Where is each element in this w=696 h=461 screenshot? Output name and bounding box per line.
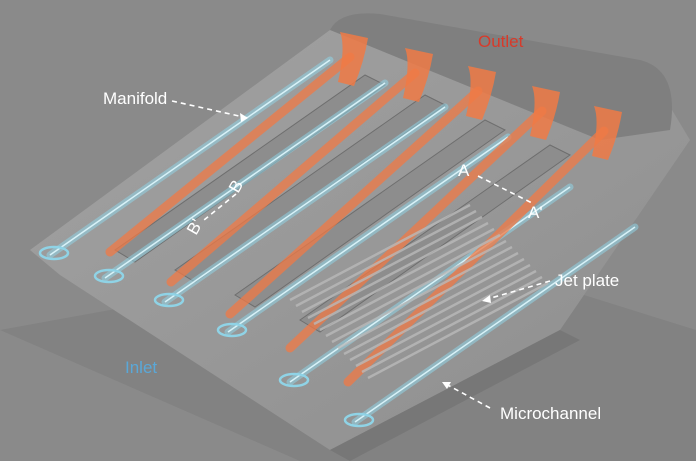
inlet-port xyxy=(343,412,375,428)
outlet-riser xyxy=(403,48,433,102)
microchannel xyxy=(361,275,543,374)
manifold-leader xyxy=(171,100,249,119)
inlet-port xyxy=(38,245,70,261)
outlet-channel xyxy=(166,68,420,287)
microchannel xyxy=(355,269,537,368)
outlet-label: Outlet xyxy=(478,32,524,51)
microchannel xyxy=(301,215,483,314)
inlet-channel-highlight xyxy=(104,82,386,279)
microchannel xyxy=(343,257,525,356)
manifold-label: Manifold xyxy=(103,89,167,108)
microchannel-label: Microchannel xyxy=(500,404,601,423)
inlet-channel-highlight xyxy=(354,226,636,423)
microchannel xyxy=(337,251,519,350)
microchannel xyxy=(319,233,501,332)
jet-plate-leader xyxy=(483,280,551,301)
section-a-prime-label: A' xyxy=(528,203,543,222)
outlet-chamber xyxy=(330,13,672,140)
microchannel xyxy=(325,239,507,338)
inlet-channel-highlight xyxy=(227,136,509,333)
microchannels xyxy=(289,203,549,380)
inlet-port xyxy=(216,322,248,338)
microchannel xyxy=(367,281,549,380)
microchannel xyxy=(289,203,471,302)
inlet-label: Inlet xyxy=(125,358,157,377)
outlet-channel xyxy=(225,86,483,319)
outlet-riser xyxy=(530,86,560,140)
leader-lines xyxy=(171,100,551,409)
jet-plate-label: Jet plate xyxy=(555,271,619,290)
inlet-port xyxy=(153,292,185,308)
outlet-channel xyxy=(105,52,355,257)
section-a-line xyxy=(477,175,533,204)
outlet-riser xyxy=(592,106,622,160)
jet-plate-arrowhead xyxy=(482,295,491,303)
inlet-channel-highlight xyxy=(289,186,571,383)
microchannel xyxy=(331,245,513,344)
microchannel xyxy=(349,263,531,362)
microchannel-arrowhead xyxy=(442,382,451,389)
plate-edge xyxy=(330,330,580,461)
inlet-channel-highlight xyxy=(49,59,331,256)
section-b-line xyxy=(203,193,237,221)
outlet-riser xyxy=(466,66,496,120)
outlet-channel xyxy=(285,106,547,353)
outlet-riser xyxy=(338,32,368,86)
inlet-port xyxy=(93,268,125,284)
manifold-arrowhead xyxy=(240,113,248,122)
section-a-label: A xyxy=(458,161,470,180)
microchannel xyxy=(307,221,489,320)
inlet-port xyxy=(278,372,310,388)
microchannel xyxy=(313,227,495,326)
inlet-channel-highlight xyxy=(164,106,446,303)
microchannel xyxy=(295,209,477,308)
